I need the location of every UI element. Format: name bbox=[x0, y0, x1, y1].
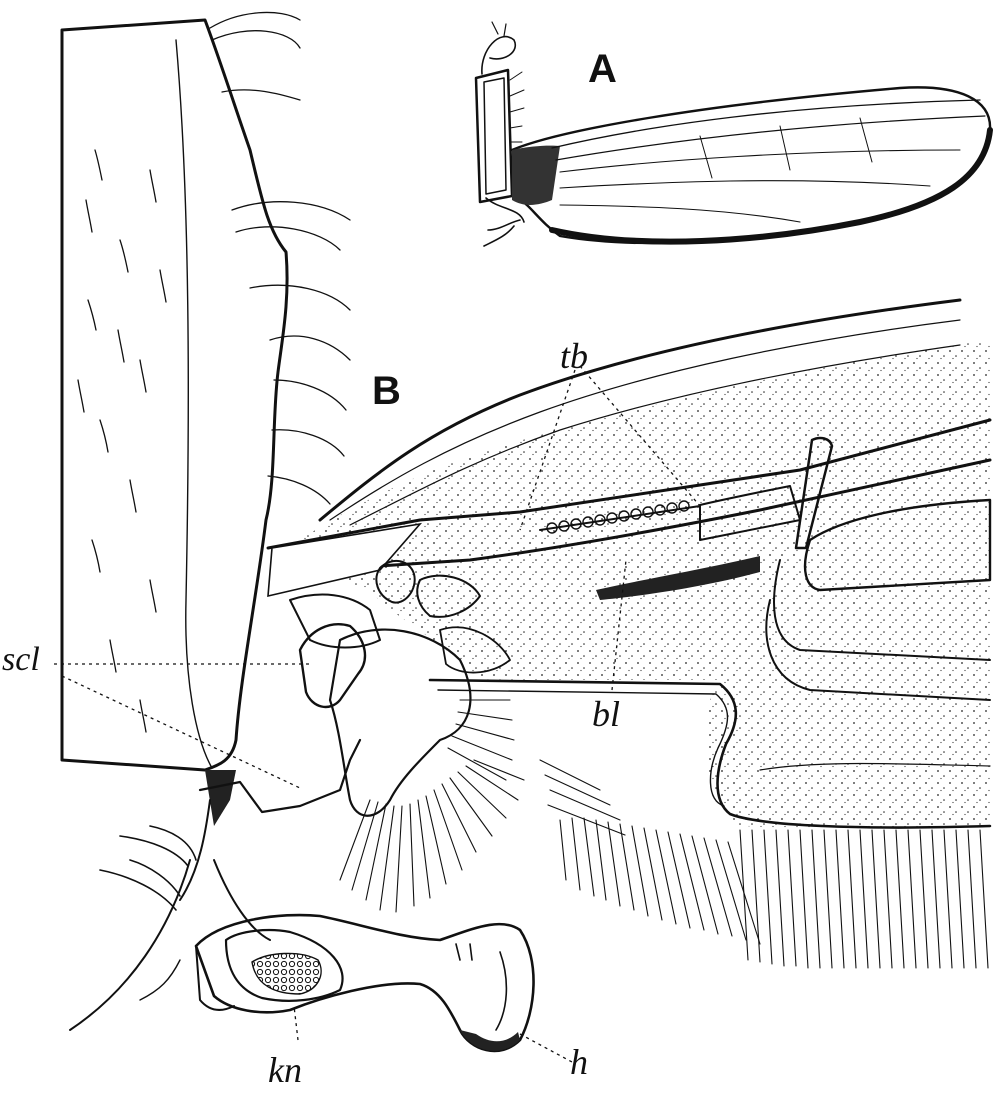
label-tb: tb bbox=[560, 336, 588, 376]
panel-label-a: A bbox=[588, 47, 617, 91]
panel-a-wing bbox=[474, 21, 993, 247]
tb-bead-row bbox=[539, 500, 701, 534]
label-h: h bbox=[570, 1042, 588, 1082]
panel-b-wing-base bbox=[54, 11, 992, 1063]
label-scl: scl bbox=[2, 641, 40, 678]
label-bl: bl bbox=[592, 694, 620, 734]
humeral-plate bbox=[139, 913, 535, 1053]
fringe-hairs bbox=[539, 759, 989, 969]
label-kn: kn bbox=[268, 1050, 302, 1090]
leader-lines bbox=[54, 365, 701, 1063]
panel-label-b: B bbox=[372, 369, 401, 413]
